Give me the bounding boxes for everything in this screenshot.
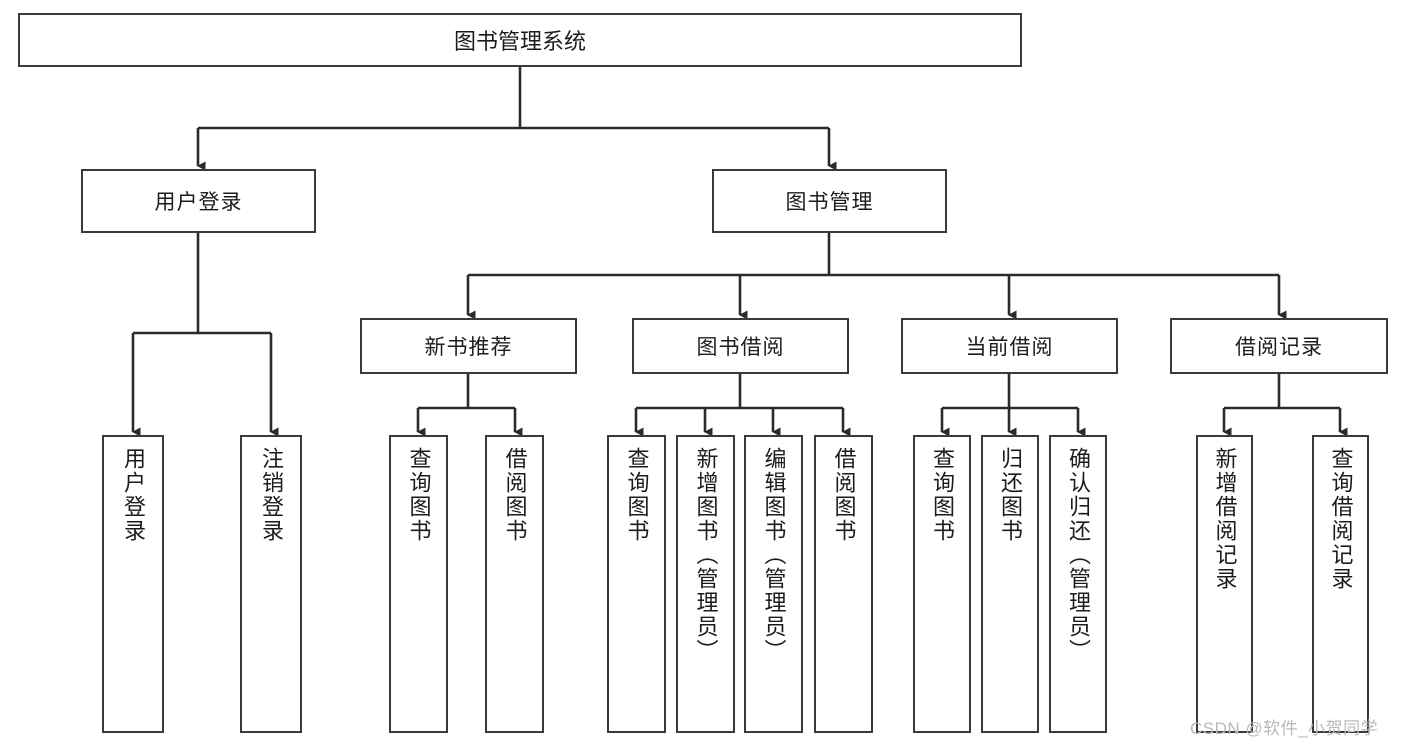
node-new-book-recommend[interactable]: 新书推荐 (360, 318, 577, 374)
leaf-query-book-recommend[interactable]: 查询图书 (389, 435, 448, 733)
leaf-query-book-current[interactable]: 查询图书 (913, 435, 971, 733)
node-label: 借阅记录 (1235, 336, 1323, 359)
node-label: 图书借阅 (696, 336, 785, 359)
node-label: 图书管理 (785, 191, 874, 214)
leaf-add-book-admin[interactable]: 新增图书（管理员） (676, 435, 735, 733)
leaf-label: 借阅图书 (502, 447, 528, 543)
leaf-label: 新增借阅记录 (1212, 447, 1238, 591)
leaf-query-book-borrow[interactable]: 查询图书 (607, 435, 666, 733)
node-label: 当前借阅 (965, 336, 1054, 359)
node-label: 新书推荐 (424, 336, 513, 359)
leaf-label: 新增图书（管理员） (693, 447, 719, 663)
node-current-borrow[interactable]: 当前借阅 (901, 318, 1118, 374)
leaf-return-book[interactable]: 归还图书 (981, 435, 1039, 733)
node-borrow-record[interactable]: 借阅记录 (1170, 318, 1388, 374)
node-book-borrow[interactable]: 图书借阅 (632, 318, 849, 374)
leaf-label: 查询借阅记录 (1328, 447, 1354, 591)
leaf-label: 查询图书 (624, 447, 650, 543)
leaf-label: 确认归还（管理员） (1065, 447, 1091, 663)
leaf-label: 查询图书 (929, 447, 955, 543)
leaf-label: 借阅图书 (831, 447, 857, 543)
node-book-management[interactable]: 图书管理 (712, 169, 947, 233)
node-label: 图书管理系统 (453, 29, 586, 54)
leaf-borrow-book[interactable]: 借阅图书 (814, 435, 873, 733)
leaf-label: 查询图书 (406, 447, 432, 543)
leaf-edit-book-admin[interactable]: 编辑图书（管理员） (744, 435, 803, 733)
leaf-label: 编辑图书（管理员） (761, 447, 787, 663)
leaf-logout[interactable]: 注销登录 (240, 435, 302, 733)
leaf-user-login[interactable]: 用户登录 (102, 435, 164, 733)
leaf-add-borrow-record[interactable]: 新增借阅记录 (1196, 435, 1253, 733)
leaf-label: 注销登录 (258, 447, 284, 543)
leaf-confirm-return-admin[interactable]: 确认归还（管理员） (1049, 435, 1107, 733)
leaf-label: 用户登录 (120, 447, 146, 543)
leaf-borrow-book-recommend[interactable]: 借阅图书 (485, 435, 544, 733)
leaf-label: 归还图书 (997, 447, 1023, 543)
watermark-csdn: CSDN @软件_小贺同学 (1190, 719, 1379, 738)
node-root-book-management-system[interactable]: 图书管理系统 (18, 13, 1022, 67)
leaf-query-borrow-record[interactable]: 查询借阅记录 (1312, 435, 1369, 733)
node-label: 用户登录 (154, 191, 243, 214)
node-user-login[interactable]: 用户登录 (81, 169, 316, 233)
